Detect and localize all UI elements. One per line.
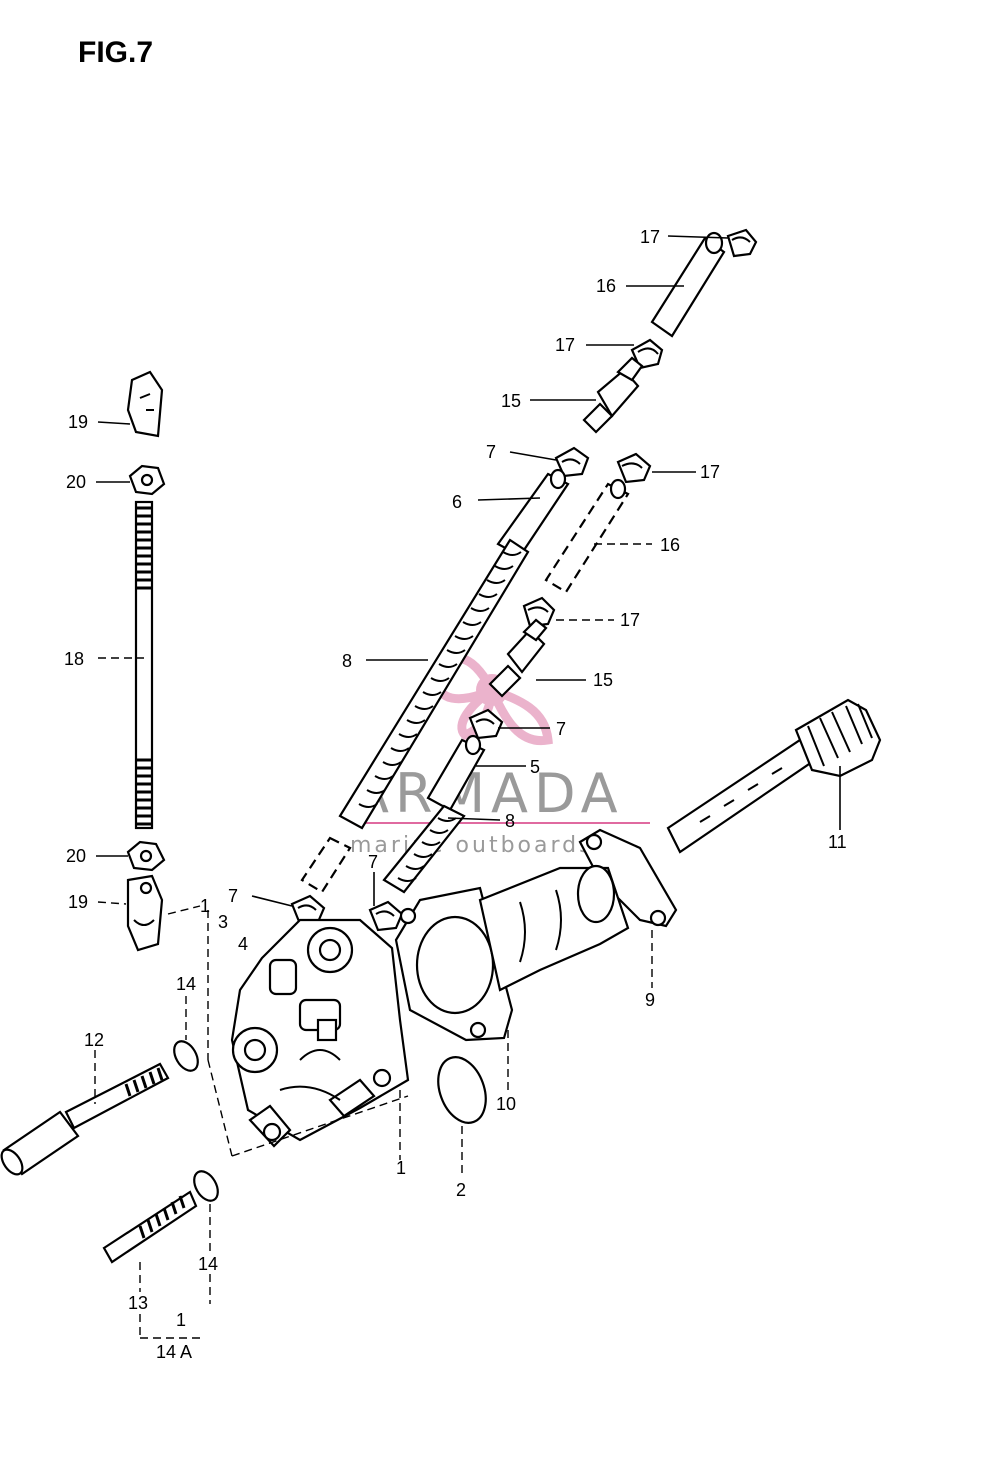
callout-8: 8 [342,651,352,671]
callout-18: 18 [64,649,84,669]
callout-7: 7 [368,852,378,872]
callout-17: 17 [555,335,575,355]
clamp-17-top [726,228,758,258]
callout-17: 17 [640,227,660,247]
callout-7: 7 [556,719,566,739]
callout-1: 1 [176,1310,186,1330]
callout-13: 13 [128,1293,148,1313]
clamp-17-mid [522,596,556,628]
callout-12: 12 [84,1030,104,1050]
driven-gear-11 [666,698,882,854]
callout-14: 14 [198,1254,218,1274]
callout-3: 3 [218,912,228,932]
cable-joint-19-upper [126,370,164,438]
callout-2: 2 [456,1180,466,1200]
clamp-7-right [368,900,404,932]
callout-7: 7 [228,886,238,906]
callout-20: 20 [66,472,86,492]
washer-14-lower [193,1170,219,1202]
clamp-17-right [616,452,652,484]
callout-labels: 17 16 17 15 7 17 6 16 17 8 15 7 5 8 11 7… [64,227,847,1362]
oil-pump-body [230,918,410,1148]
watermark-tagline: marine outboards [350,833,594,858]
callout-20: 20 [66,846,86,866]
hose-16-lower [544,478,630,594]
callout-5: 5 [530,757,540,777]
nut-20-upper [128,464,166,496]
fitting-15-lower [488,618,548,698]
callout-17: 17 [620,610,640,630]
o-ring-2 [437,1056,487,1124]
callout-10: 10 [496,1094,516,1114]
driven-shaft [478,864,630,992]
callout-8: 8 [505,811,515,831]
spiral-protector-8-upper [338,538,530,830]
callout-11: 11 [828,832,847,852]
stud-13 [102,1190,198,1264]
callout-15: 15 [593,670,613,690]
callout-19: 19 [68,412,88,432]
cable-joint-19-lower [126,874,164,952]
leader-lines [94,235,841,1339]
callout-1: 1 [396,1158,406,1178]
hose-16-upper [650,231,726,338]
callout-17: 17 [700,462,720,482]
callout-16: 16 [596,276,616,296]
stud-12 [0,1062,170,1176]
fitting-15-upper [582,356,644,434]
callout-15: 15 [501,391,521,411]
callout-16: 16 [660,535,680,555]
clamp-7-mid [468,708,504,740]
callout-14a: 14 A [156,1342,192,1362]
figure-title: FIG.7 [78,36,153,69]
callout-14: 14 [176,974,196,994]
nut-20-lower [126,840,166,872]
callout-1: 1 [200,896,210,916]
callout-9: 9 [645,990,655,1010]
spiral-protector-8-lower [382,804,466,894]
hose-connector-left [300,836,352,894]
stud-18 [134,500,154,830]
washer-14-upper [173,1040,199,1072]
callout-7: 7 [486,442,496,462]
hose-5 [426,734,486,812]
callout-19: 19 [68,892,88,912]
callout-4: 4 [238,934,248,954]
callout-6: 6 [452,492,462,512]
